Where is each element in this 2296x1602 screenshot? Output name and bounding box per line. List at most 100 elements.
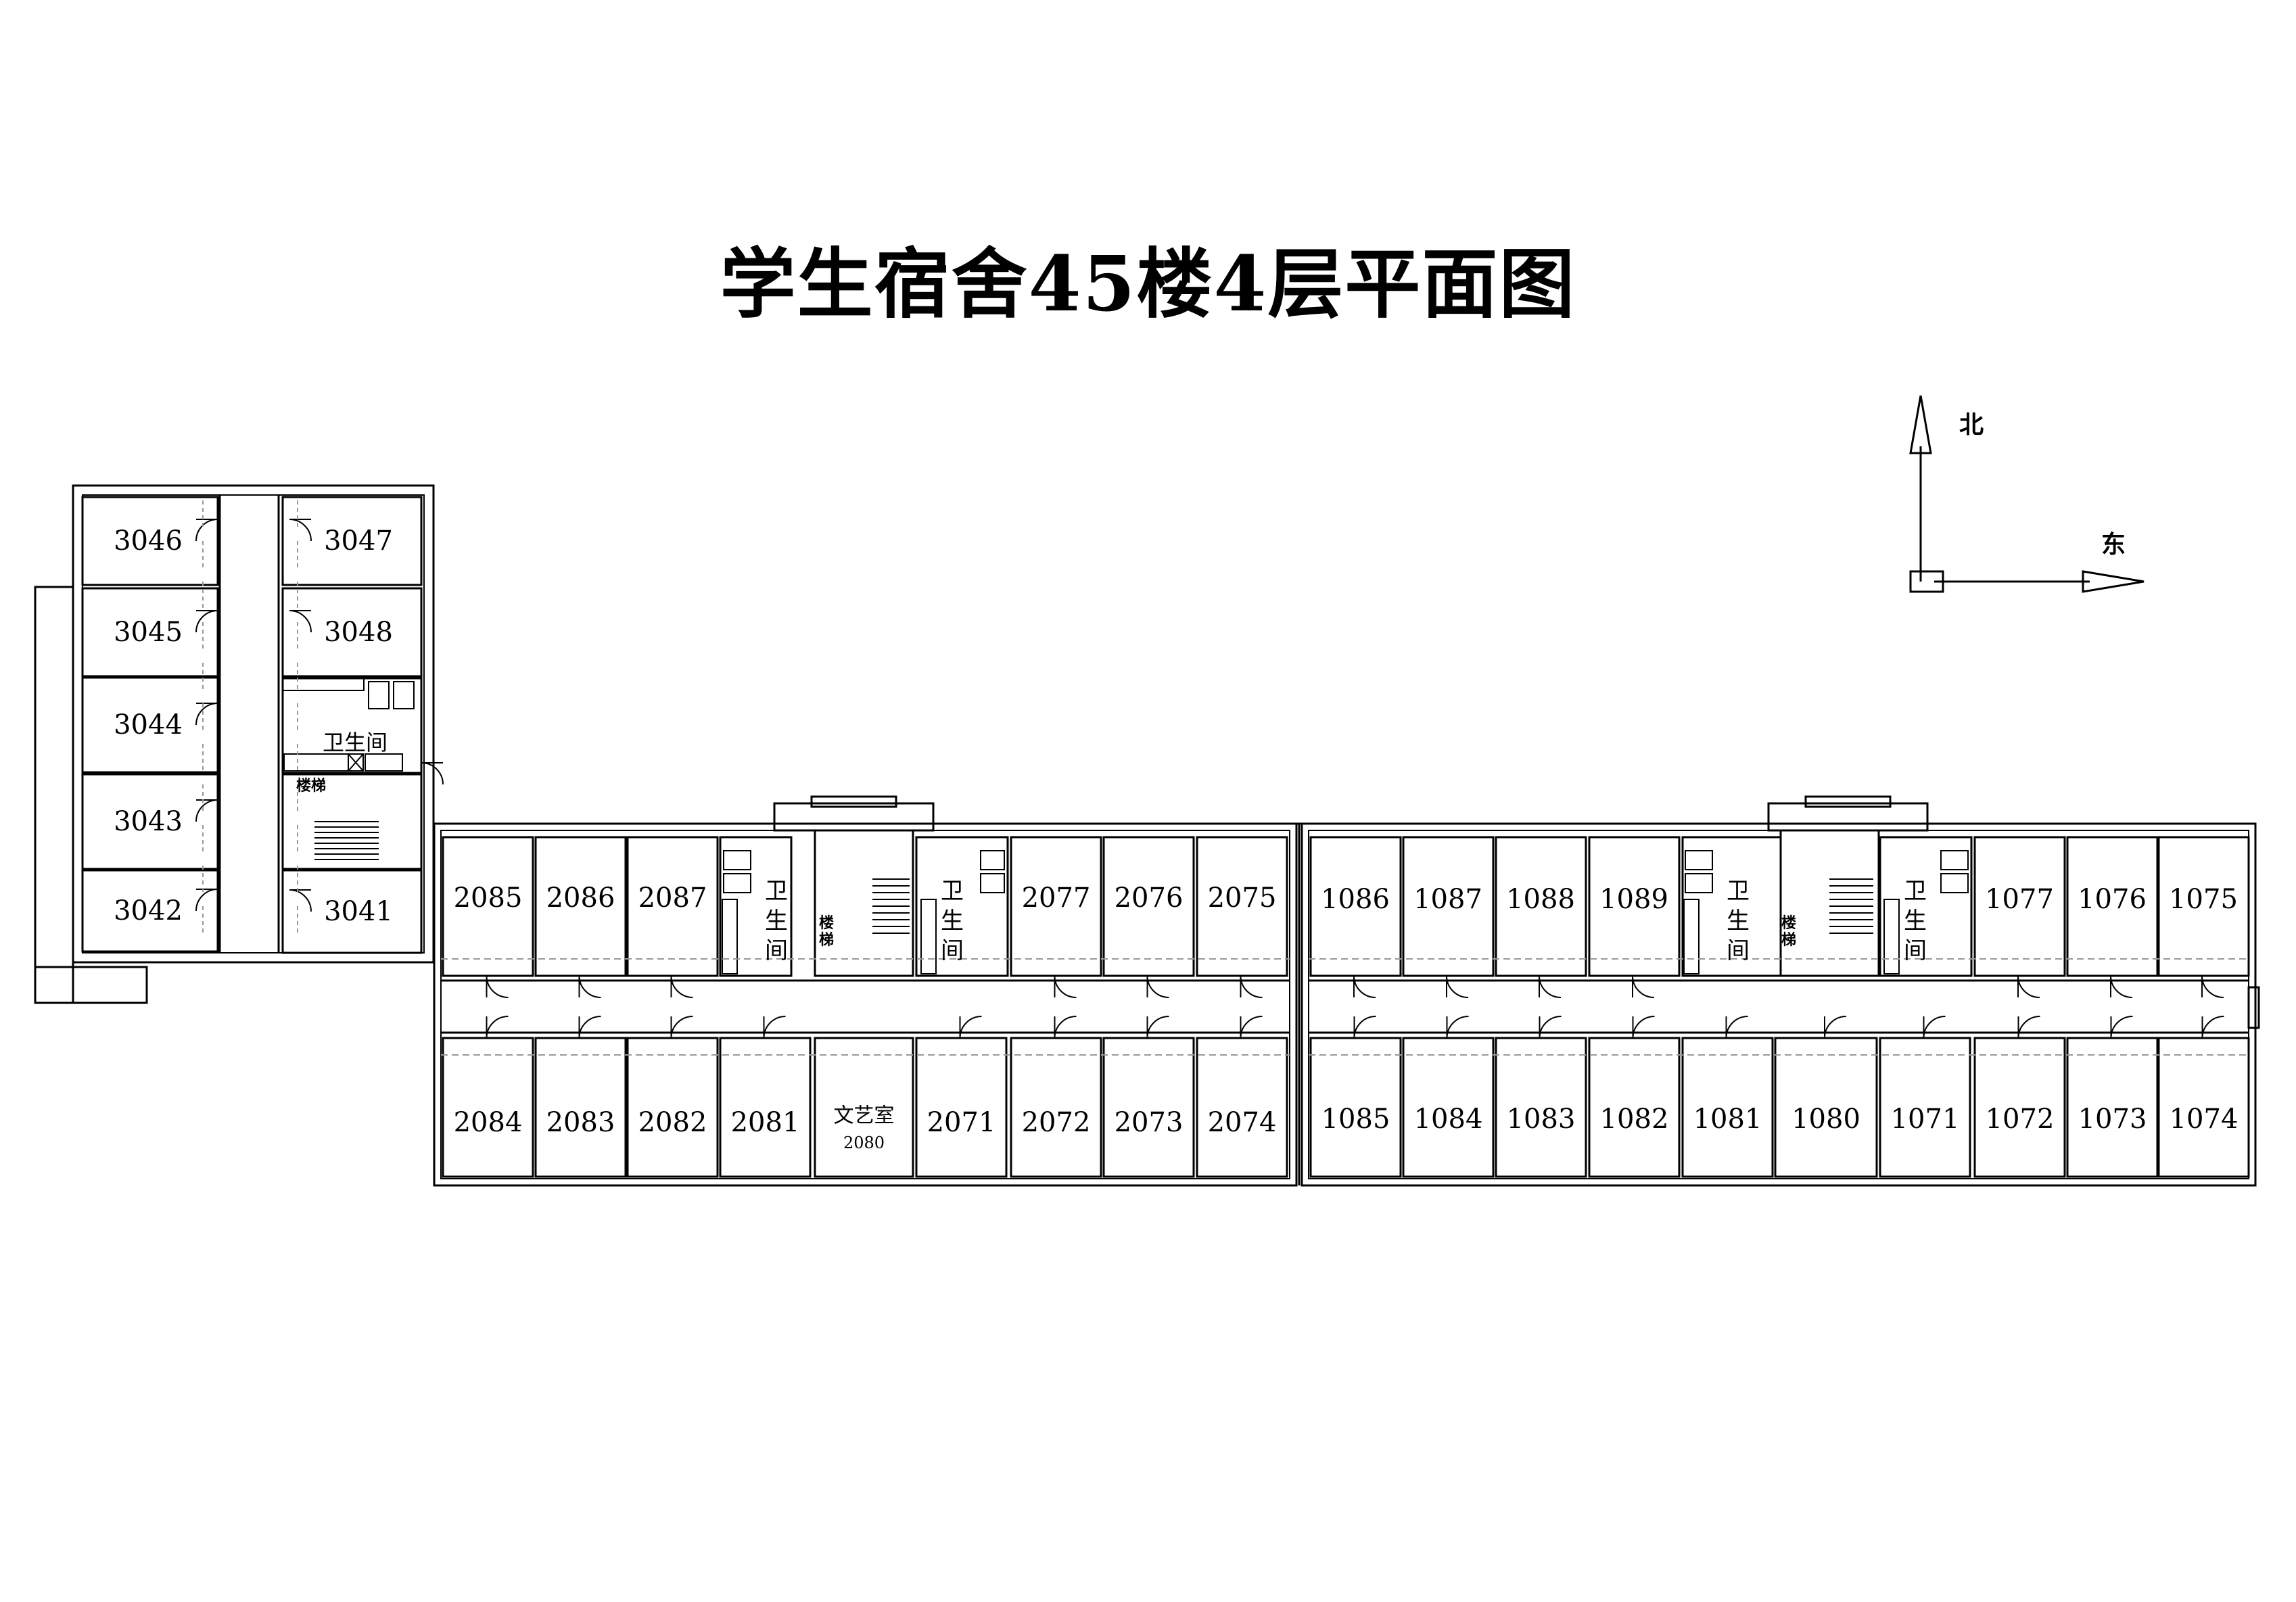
svg-text:生: 生 [1727, 908, 1750, 935]
section-2-toilet-east [915, 836, 1009, 977]
room-label: 3046 [114, 525, 183, 557]
svg-text:卫: 卫 [1727, 878, 1750, 905]
room-2084-wall [442, 1037, 534, 1178]
svg-text:间: 间 [1904, 937, 1927, 964]
fixture [980, 873, 1005, 893]
room-labels: 30463045304430433042304730483041卫生间楼梯208… [114, 410, 2238, 1152]
door-swing [1353, 1016, 1376, 1039]
svg-text:楼: 楼 [819, 914, 834, 932]
room-label: 2087 [638, 882, 707, 914]
room-1084-wall [1402, 1037, 1495, 1178]
room-label: 3043 [114, 806, 183, 837]
page-title: 学生宿舍45楼4层平面图 [720, 240, 1576, 329]
room-label: 1076 [2078, 884, 2147, 915]
room-2086-wall [534, 836, 627, 977]
stairs-label: 楼梯 [819, 914, 834, 949]
room-1080-wall [1774, 1037, 1878, 1178]
room-label: 2081 [731, 1107, 800, 1138]
door-swing [1353, 975, 1376, 998]
section-1-stairs [1779, 829, 1880, 977]
art-room-label: 文艺室 [834, 1104, 895, 1128]
door-swing [1539, 975, 1562, 998]
door-swing [670, 1016, 693, 1039]
room-2072-wall [1010, 1037, 1102, 1178]
room-label: 3042 [114, 895, 183, 926]
fixture [365, 753, 403, 772]
section-2-stairs [814, 829, 914, 977]
room-1074-wall [2157, 1037, 2250, 1178]
door-swing [670, 975, 693, 998]
room-label: 2071 [927, 1107, 996, 1138]
door-swing [1054, 1016, 1077, 1039]
fixture [722, 899, 738, 974]
room-label: 2086 [546, 882, 615, 914]
room-3043-wall [81, 773, 219, 870]
room-label: 2076 [1115, 882, 1184, 914]
room-2080-wall [814, 1037, 914, 1178]
compass-origin [1909, 570, 1944, 593]
svg-text:梯: 梯 [819, 931, 834, 949]
room-3048-wall [281, 587, 423, 678]
svg-text:卫: 卫 [765, 878, 788, 905]
section-2-stair-bay-top [810, 795, 897, 808]
door-swing [289, 889, 312, 912]
toilet-label: 卫生间 [1727, 878, 1750, 964]
door-swing [1632, 975, 1655, 998]
room-3044-wall [81, 676, 219, 774]
door-swing [486, 1016, 509, 1039]
room-1088-wall [1495, 836, 1587, 977]
room-label: 1075 [2169, 884, 2238, 915]
room-1087-wall [1402, 836, 1495, 977]
svg-text:生: 生 [765, 908, 788, 935]
room-label: 1088 [1506, 884, 1575, 915]
fixture [1940, 873, 1969, 893]
room-label: 1082 [1600, 1104, 1669, 1135]
room-1081-wall [1681, 1037, 1774, 1178]
room-label: 1071 [1891, 1104, 1960, 1135]
fixture [348, 753, 364, 772]
door-swing [195, 610, 218, 633]
fixture [1940, 850, 1969, 870]
room-1089-wall [1588, 836, 1681, 977]
room-label: 1087 [1413, 884, 1482, 915]
door-swing [195, 703, 218, 726]
fixture [393, 681, 415, 709]
door-swing [1146, 975, 1169, 998]
section-1-toilet-east [1879, 836, 1973, 977]
fixture [283, 753, 349, 772]
door-swing [195, 519, 218, 542]
fixture [348, 753, 364, 772]
fixture [282, 678, 365, 691]
room-3045-wall [81, 587, 219, 678]
fixture [1685, 850, 1713, 870]
door-swing [1539, 1016, 1562, 1039]
room-2081-wall [719, 1037, 812, 1178]
west-balcony-bottom [34, 966, 148, 1004]
door-swing [578, 1016, 601, 1039]
room-3042-wall [81, 869, 219, 953]
room-3047-wall [281, 496, 423, 586]
toilet-label: 卫生间 [1904, 878, 1927, 964]
room-label: 3045 [114, 617, 183, 648]
door-swing [578, 975, 601, 998]
room-label: 1081 [1693, 1104, 1762, 1135]
door-swing [2017, 975, 2040, 998]
room-label: 1083 [1507, 1104, 1576, 1135]
room-label: 2083 [546, 1107, 615, 1138]
room-3041-wall [281, 869, 423, 954]
svg-text:梯: 梯 [1781, 931, 1796, 949]
fixture [1883, 899, 1900, 974]
door-swing [2201, 1016, 2224, 1039]
room-1076-wall [2066, 836, 2159, 977]
door-swing [2110, 975, 2133, 998]
door-swing [1054, 975, 1077, 998]
section-2-toilet-west [719, 836, 793, 977]
room-label: 2082 [638, 1107, 707, 1138]
room-1073-wall [2066, 1037, 2159, 1178]
room-label: 3041 [324, 896, 393, 927]
svg-text:间: 间 [941, 937, 964, 964]
room-2085-wall [442, 836, 534, 977]
door-swing [2017, 1016, 2040, 1039]
room-label: 2077 [1022, 882, 1091, 914]
room-1071-wall [1879, 1037, 1971, 1178]
